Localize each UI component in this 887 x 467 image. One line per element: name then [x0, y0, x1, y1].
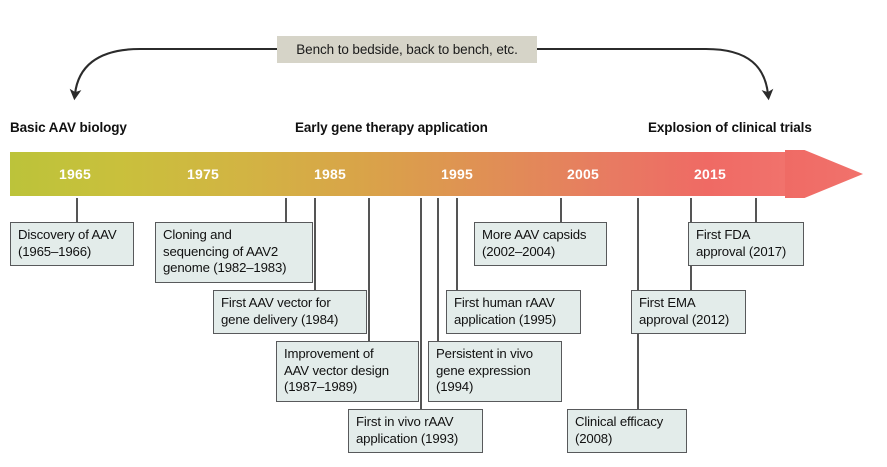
connector-improvement-aav-vector-design [368, 198, 370, 341]
era-label-1: Early gene therapy application [295, 120, 488, 135]
event-line: approval (2012) [639, 311, 730, 327]
event-line: application (1993) [356, 430, 459, 446]
connector-more-aav-capsids [560, 198, 562, 222]
connector-persistent-in-vivo-gene-expression [437, 198, 439, 341]
event-line: (1994) [436, 379, 474, 394]
event-line: First in vivo rAAV [356, 414, 454, 429]
connector-first-human-raav-application [456, 198, 458, 290]
event-line: (1987–1989) [284, 379, 358, 394]
event-line: Discovery of AAV [18, 227, 117, 242]
event-line: First FDA [696, 227, 751, 242]
timeline-year-2015: 2015 [694, 166, 726, 182]
connector-first-fda-approval [755, 198, 757, 222]
event-line: AAV vector design [284, 362, 389, 378]
timeline-year-1965: 1965 [59, 166, 91, 182]
event-line: First AAV vector for [221, 295, 331, 310]
event-line: Clinical efficacy [575, 414, 664, 429]
connector-first-in-vivo-raav-application [420, 198, 422, 409]
event-box-discovery-of-aav: Discovery of AAV(1965–1966) [10, 222, 134, 266]
event-line: Persistent in vivo [436, 346, 533, 361]
connector-first-aav-vector-gene-delivery [314, 198, 316, 290]
event-line: approval (2017) [696, 243, 787, 259]
banner-bench-to-bedside: Bench to bedside, back to bench, etc. [277, 36, 537, 63]
connector-discovery-of-aav [76, 198, 78, 222]
event-line: First human rAAV [454, 295, 555, 310]
era-label-0: Basic AAV biology [10, 120, 127, 135]
banner-label: Bench to bedside, back to bench, etc. [296, 42, 518, 57]
timeline-year-1995: 1995 [441, 166, 473, 182]
event-line: First EMA [639, 295, 696, 310]
event-line: More AAV capsids [482, 227, 587, 242]
timeline-year-2005: 2005 [567, 166, 599, 182]
loop-arrow-left [69, 47, 277, 101]
connector-cloning-sequencing-aav2 [285, 198, 287, 222]
event-line: (2008) [575, 430, 613, 446]
event-line: (1965–1966) [18, 243, 92, 259]
event-box-more-aav-capsids: More AAV capsids(2002–2004) [474, 222, 607, 266]
timeline-arrow [10, 150, 863, 198]
era-label-2: Explosion of clinical trials [648, 120, 812, 135]
event-line: Cloning and [163, 227, 232, 242]
event-line: genome (1982–1983) [163, 260, 287, 275]
event-line: (2002–2004) [482, 243, 556, 259]
event-box-clinical-efficacy: Clinical efficacy(2008) [567, 409, 687, 453]
event-line: gene expression [436, 362, 531, 378]
event-line: sequencing of AAV2 [163, 243, 279, 259]
timeline-year-1975: 1975 [187, 166, 219, 182]
loop-arrow-right [537, 47, 774, 101]
timeline-year-1985: 1985 [314, 166, 346, 182]
timeline-arrow-shape [10, 150, 863, 198]
event-line: gene delivery (1984) [221, 311, 339, 327]
event-line: Improvement of [284, 346, 374, 361]
event-line: application (1995) [454, 311, 557, 327]
